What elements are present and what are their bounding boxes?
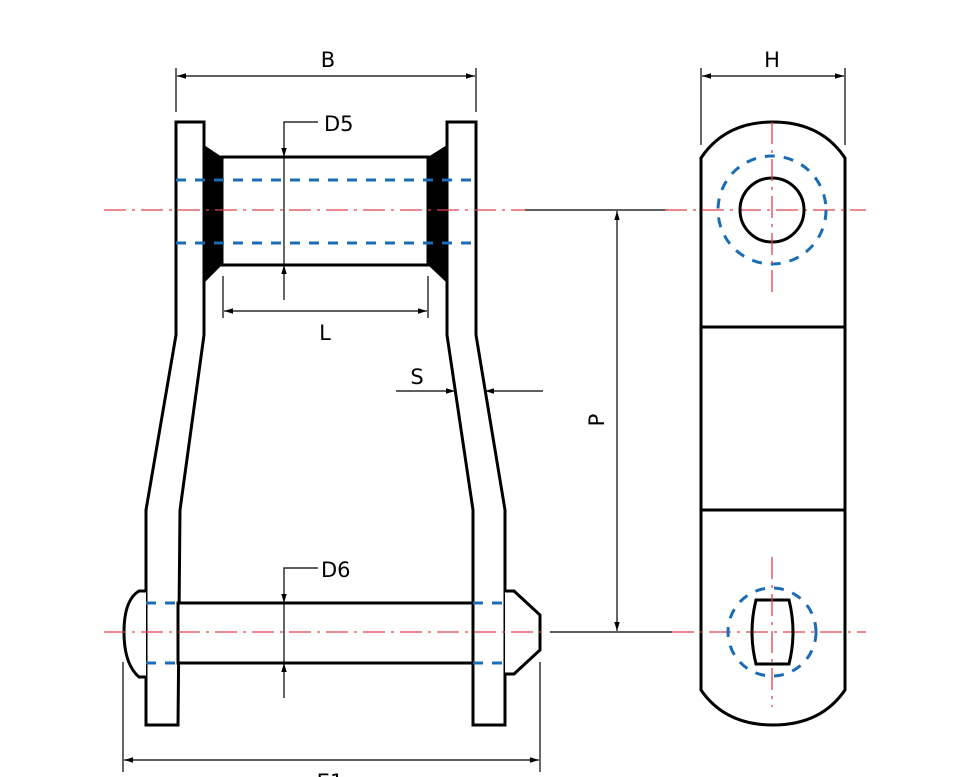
dimension-b: B — [175, 48, 477, 112]
pin — [176, 601, 475, 665]
dimension-label-d6: D6 — [321, 558, 351, 582]
dimension-l: L — [222, 276, 429, 345]
dimension-label-l: L — [319, 321, 331, 345]
pin-hidden-circle — [726, 586, 818, 678]
dimension-h: H — [700, 48, 846, 145]
front-view — [104, 120, 545, 727]
dimension-label-h: H — [764, 48, 780, 72]
right-side-plate — [445, 120, 507, 727]
dimension-label-d5: D5 — [324, 112, 354, 136]
dimension-label-e1: E1 — [317, 770, 344, 777]
dimension-s: S — [396, 365, 543, 394]
pin-head — [122, 589, 146, 679]
side-plate-outline — [699, 120, 847, 727]
bushing — [220, 155, 430, 267]
dimension-d6: D6 — [281, 558, 351, 698]
dimension-p: P — [525, 209, 672, 633]
right-bushing-flare — [428, 145, 447, 283]
dimension-label-b: B — [321, 48, 335, 72]
dimension-d5: D5 — [281, 112, 354, 300]
dimension-e1: E1 — [122, 662, 541, 777]
pin-hole — [750, 598, 795, 666]
dimension-label-p: P — [585, 414, 609, 427]
side-view — [665, 120, 866, 727]
left-bushing-flare — [204, 145, 222, 283]
dimension-label-s: S — [410, 365, 423, 389]
